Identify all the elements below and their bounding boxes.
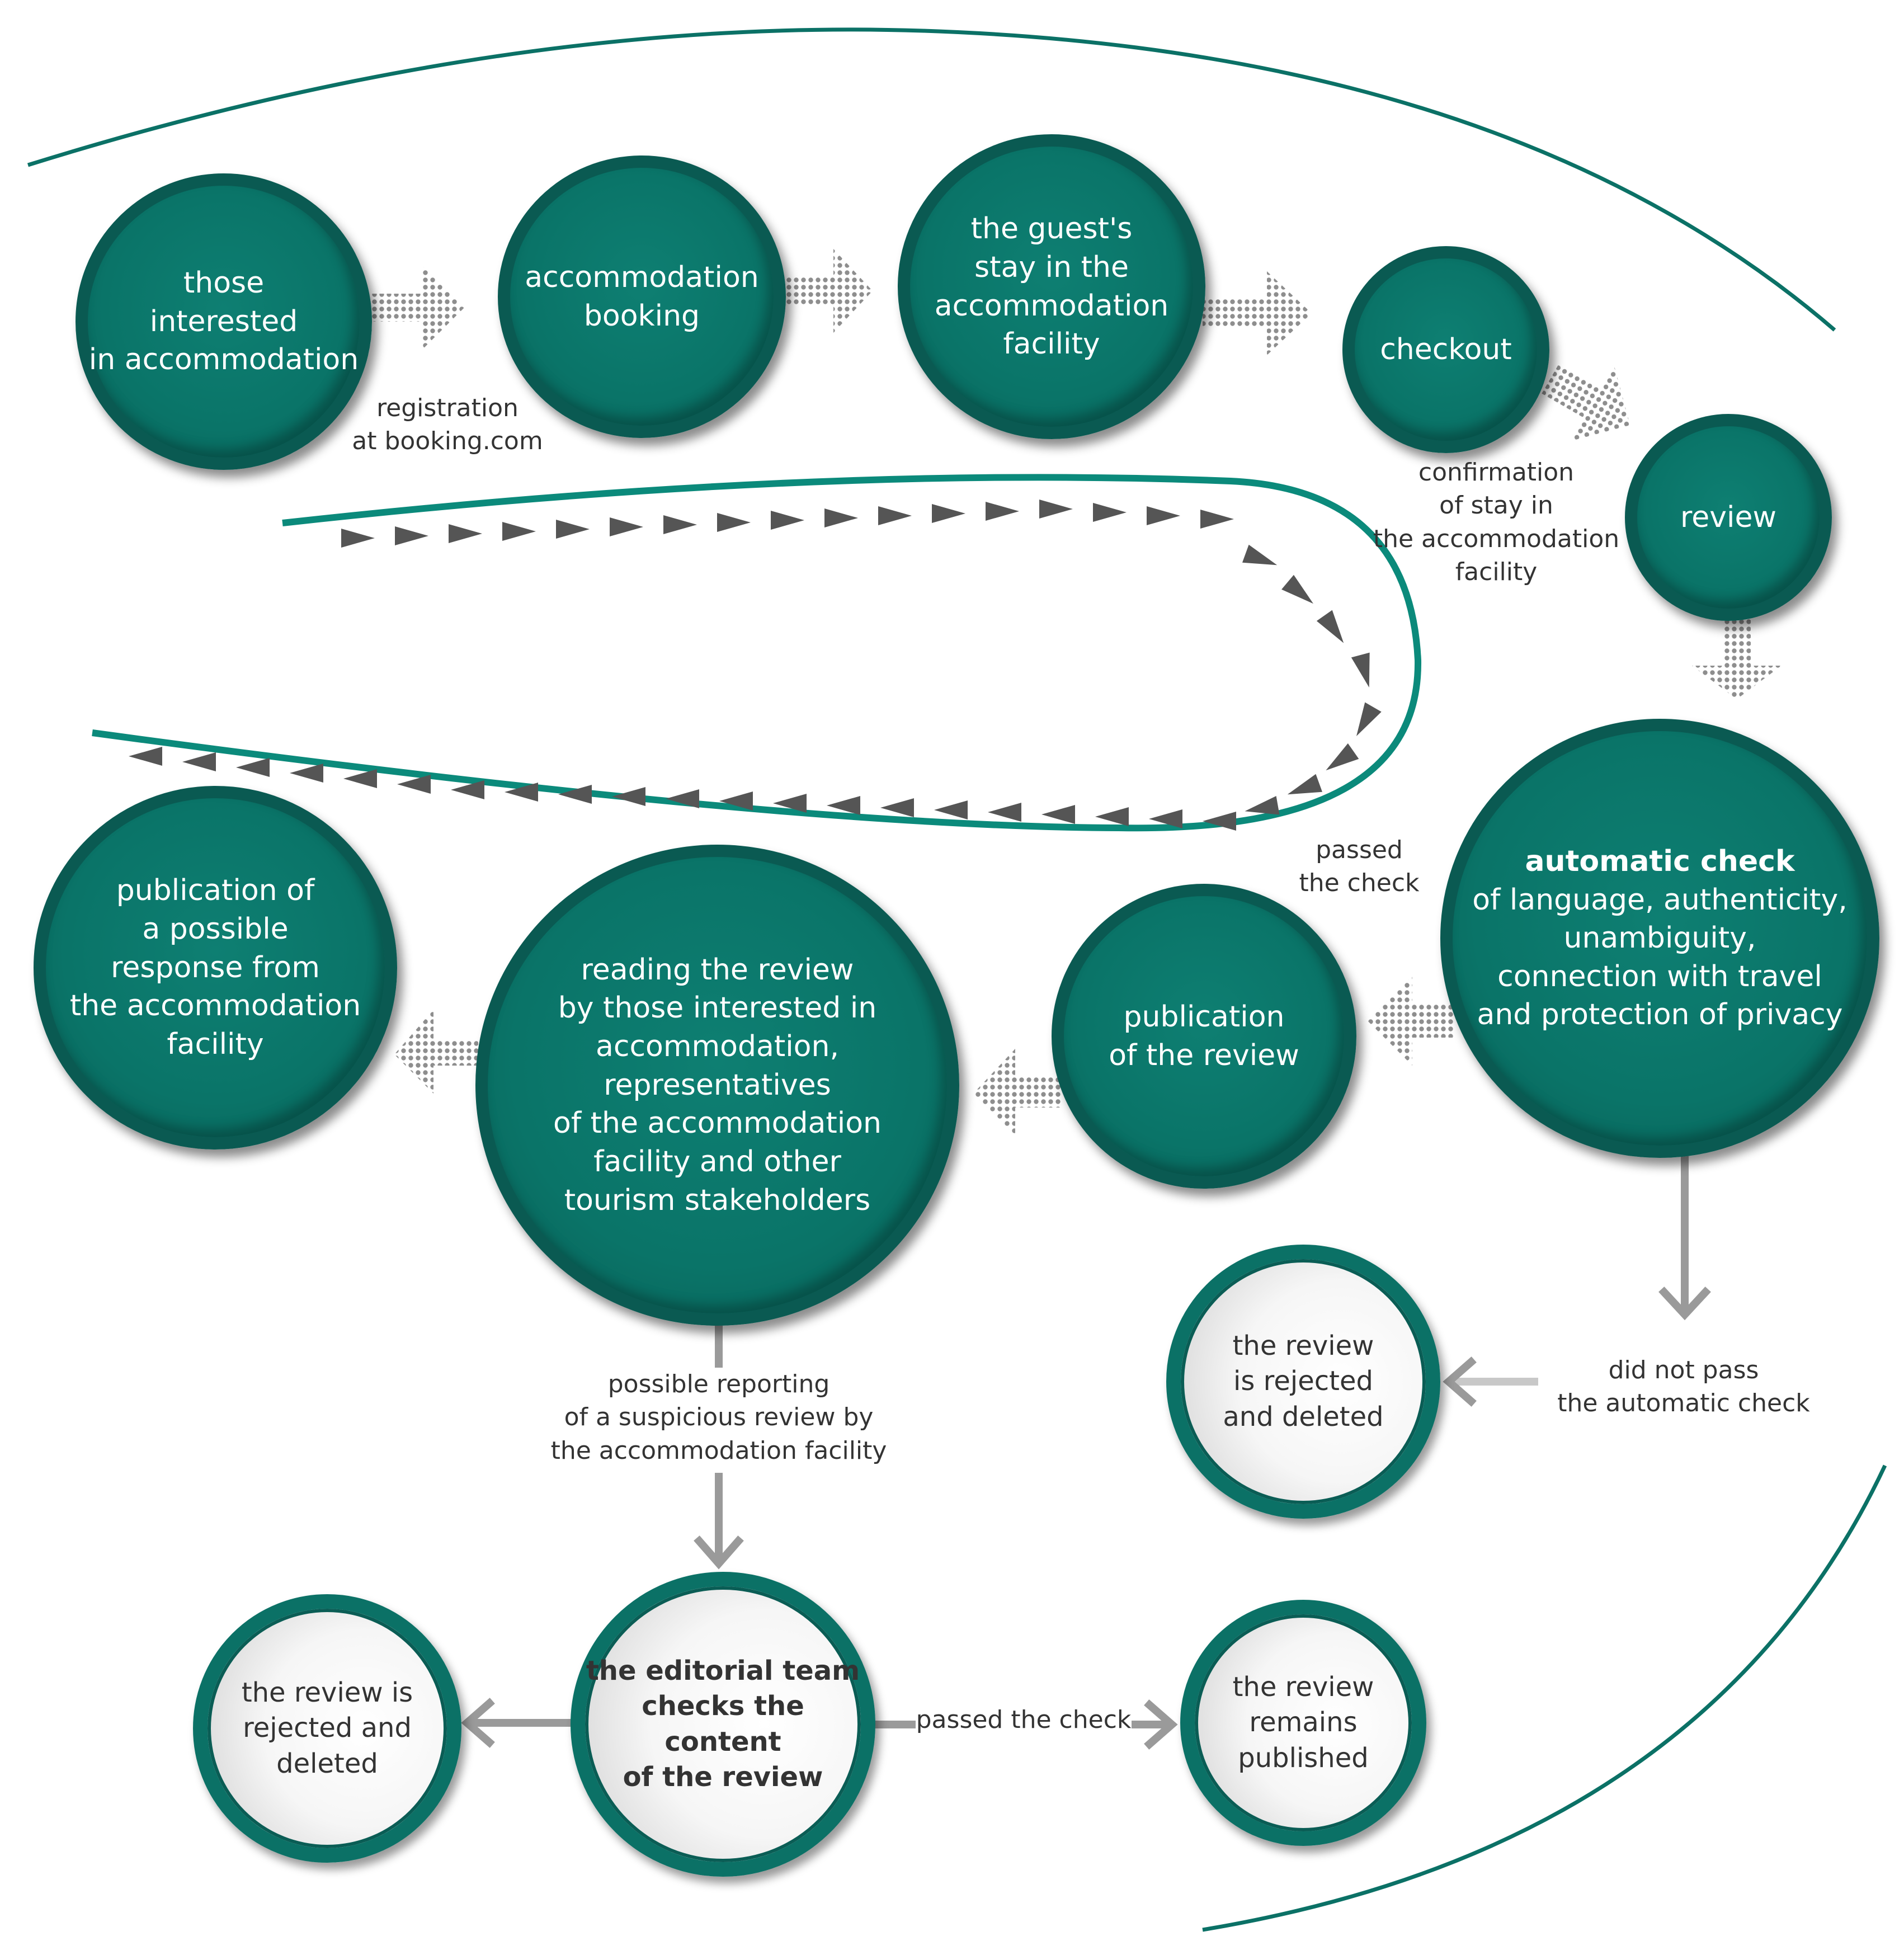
loop-arrow-triangle xyxy=(341,529,375,548)
loop-arrow-triangle xyxy=(827,796,860,815)
node-editorial-text: the editorial team checks the content of… xyxy=(586,1655,860,1793)
loop-arrow-triangle xyxy=(343,769,377,788)
node-rejected-editorial: the review is rejected and deleted xyxy=(193,1594,461,1863)
label-passed-editorial: passed the check xyxy=(916,1706,1132,1734)
label-did-not-pass: did not pass the automatic check xyxy=(1538,1354,1829,1420)
loop-direction-arrows xyxy=(129,500,1382,831)
node-reading-text: reading the review by those interested i… xyxy=(553,953,882,1217)
dotted-arrow-8 xyxy=(394,1010,478,1094)
loop-arrow-triangle xyxy=(1095,807,1129,826)
node-publication-response-text: publication of a possible response from … xyxy=(69,874,361,1061)
loop-arrow-triangle xyxy=(1326,743,1359,771)
node-rejected-auto-text: the review is rejected and deleted xyxy=(1223,1330,1384,1433)
node-editorial: the editorial team checks the content of… xyxy=(571,1572,875,1877)
node-stay: the guest's stay in the accommodation fa… xyxy=(898,134,1205,439)
loop-arrow-triangle xyxy=(878,506,912,525)
node-interested-text: those interested in accommodation xyxy=(88,266,359,377)
label-reporting: possible reporting of a suspicious revie… xyxy=(526,1368,912,1468)
node-booking-text: accommodation booking xyxy=(525,260,759,333)
loop-arrow-triangle xyxy=(1149,809,1182,828)
loop-arrow-triangle xyxy=(397,775,431,794)
arrow-reading-down-head xyxy=(694,1535,744,1570)
loop-arrow-triangle xyxy=(395,526,428,545)
node-publication-response: publication of a possible response from … xyxy=(34,786,397,1149)
dotted-arrow-5 xyxy=(1692,615,1782,699)
arrow-to-remains-head xyxy=(1144,1699,1178,1750)
loop-arrow-triangle xyxy=(1316,610,1344,643)
loop-arrow-triangle xyxy=(1203,812,1236,831)
dotted-arrow-4 xyxy=(1542,364,1630,442)
node-reading: reading the review by those interested i… xyxy=(475,845,959,1326)
loop-arrow-triangle xyxy=(824,508,858,527)
node-publication-review-text: publication of the review xyxy=(1109,1000,1299,1072)
node-automatic-check: automatic check of language, authenticit… xyxy=(1440,719,1879,1158)
loop-arrow-triangle xyxy=(449,524,482,543)
loop-arrow-triangle xyxy=(717,513,751,532)
dotted-arrow-1 xyxy=(370,266,464,350)
loop-arrow-triangle xyxy=(663,515,697,534)
loop-arrow-triangle xyxy=(932,504,965,523)
node-checkout: checkout xyxy=(1342,246,1549,453)
loop-arrow-triangle xyxy=(556,520,590,539)
arrow-to-rejected-auto-head xyxy=(1443,1356,1477,1407)
automatic-check-body: of language, authenticity, unambiguity, … xyxy=(1472,883,1848,1032)
loop-arrow-triangle xyxy=(505,783,538,802)
node-review-text: review xyxy=(1680,500,1776,534)
node-review: review xyxy=(1625,414,1832,621)
node-rejected-editorial-text: the review is rejected and deleted xyxy=(241,1676,413,1779)
loop-arrow-triangle xyxy=(719,792,753,811)
loop-arrow-triangle xyxy=(290,764,323,783)
loop-arrow-triangle xyxy=(1245,796,1280,815)
node-stay-text: the guest's stay in the accommodation fa… xyxy=(934,212,1169,361)
loop-arrow-triangle xyxy=(182,752,216,771)
node-remains-published: the review remains published xyxy=(1180,1600,1426,1846)
node-interested: those interested in accommodation xyxy=(76,173,372,470)
node-checkout-text: checkout xyxy=(1380,332,1512,366)
outer-swoosh-right xyxy=(1202,1464,1887,1932)
loop-arrow-triangle xyxy=(773,794,807,813)
dotted-arrow-3 xyxy=(1203,271,1312,355)
loop-arrow-triangle xyxy=(666,789,699,808)
loop-arrow-triangle xyxy=(451,780,484,799)
dotted-arrow-7 xyxy=(973,1049,1063,1136)
arrow-to-rejected-editorial-head xyxy=(461,1698,495,1748)
loop-arrow-triangle xyxy=(988,803,1021,822)
loop-arrow-triangle xyxy=(1242,544,1278,566)
dotted-arrow-2 xyxy=(783,249,873,333)
node-publication-review: publication of the review xyxy=(1052,884,1356,1189)
arrow-auto-down-head xyxy=(1658,1287,1711,1321)
loop-arrow-triangle xyxy=(1356,702,1382,736)
loop-arrow-triangle xyxy=(934,800,968,819)
loop-arrow-triangle xyxy=(558,785,592,804)
loop-arrow-triangle xyxy=(1041,805,1075,824)
label-passed-auto: passed the check xyxy=(1299,836,1420,898)
loop-arrow-triangle xyxy=(1287,774,1323,795)
loop-arrow-triangle xyxy=(129,747,162,766)
loop-arrow-triangle xyxy=(1200,510,1234,529)
label-confirmation: confirmation of stay in the accommodatio… xyxy=(1373,458,1620,587)
loop-arrow-triangle xyxy=(1039,500,1073,519)
loop-arrow-triangle xyxy=(612,787,645,806)
loop-arrow-triangle xyxy=(771,511,804,530)
loop-arrow-triangle xyxy=(986,502,1019,521)
loop-arrow-triangle xyxy=(880,798,914,817)
loop-arrow-triangle xyxy=(610,517,643,536)
loop-arrow-triangle xyxy=(1093,503,1127,522)
dotted-arrows xyxy=(370,249,1782,1136)
label-registration: registration at booking.com xyxy=(352,394,543,456)
node-automatic-check-text: automatic check of language, authenticit… xyxy=(1472,842,1848,1034)
node-remains-published-text: the review remains published xyxy=(1232,1671,1374,1774)
loop-arrow-triangle xyxy=(1281,574,1313,604)
automatic-check-title: automatic check xyxy=(1525,844,1795,878)
loop-arrow-triangle xyxy=(1351,652,1370,687)
loop-arrow-triangle xyxy=(502,522,536,541)
node-rejected-auto: the review is rejected and deleted xyxy=(1166,1245,1440,1519)
loop-arrow-triangle xyxy=(236,758,270,777)
outer-swoosh-top xyxy=(27,27,1836,332)
loop-arrow-triangle xyxy=(1147,506,1180,525)
center-loop xyxy=(92,474,1422,832)
dotted-arrow-6 xyxy=(1368,976,1454,1066)
